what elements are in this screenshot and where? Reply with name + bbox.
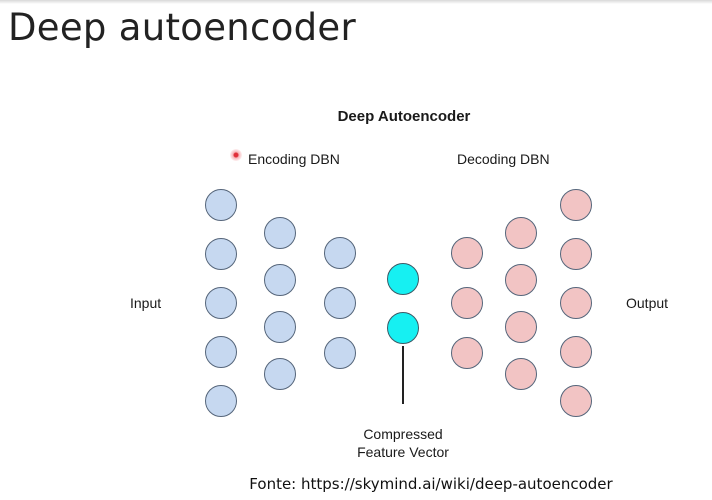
feature-label-line-2: Feature Vector [357, 444, 449, 460]
encoder-node [205, 189, 237, 221]
bottleneck-node [387, 311, 419, 344]
encoder-node [324, 287, 356, 319]
decoder-node [451, 237, 483, 269]
decoder-node [505, 357, 537, 390]
decoder-node [560, 238, 592, 270]
output-label: Output [626, 295, 669, 311]
compressed-feature-vector-label: Compressed Feature Vector [333, 425, 473, 461]
encoding-dbn-label: Encoding DBN [248, 151, 340, 167]
source-citation: Fonte: https://skymind.ai/wiki/deep-auto… [249, 475, 613, 493]
encoder-node [264, 310, 296, 343]
encoder-node [264, 357, 296, 390]
encoder-node [324, 237, 356, 269]
encoder-node [205, 238, 237, 270]
diagram-title: Deep Autoencoder [337, 108, 471, 125]
encoder-node [264, 216, 296, 249]
encoder-node [324, 337, 356, 369]
decoder-node [560, 189, 592, 221]
bottleneck-node [387, 262, 419, 295]
encoder-node [205, 385, 237, 417]
decoder-node [505, 263, 537, 296]
decoding-dbn-label: Decoding DBN [457, 151, 550, 167]
feature-label-line-1: Compressed [363, 426, 443, 442]
slide-top-shadow [0, 0, 712, 4]
feature-vector-pointer-line [402, 346, 404, 404]
laser-pointer-dot [230, 149, 242, 161]
decoder-node [560, 336, 592, 368]
slide-title: Deep autoencoder [8, 6, 356, 49]
encoder-node [264, 263, 296, 296]
decoder-node [505, 310, 537, 343]
input-label: Input [130, 295, 162, 311]
encoder-node [205, 336, 237, 368]
decoder-node [451, 337, 483, 369]
encoder-node [205, 287, 237, 319]
decoder-node [451, 287, 483, 319]
decoder-node [560, 287, 592, 319]
decoder-node [560, 385, 592, 417]
decoder-node [505, 216, 537, 249]
